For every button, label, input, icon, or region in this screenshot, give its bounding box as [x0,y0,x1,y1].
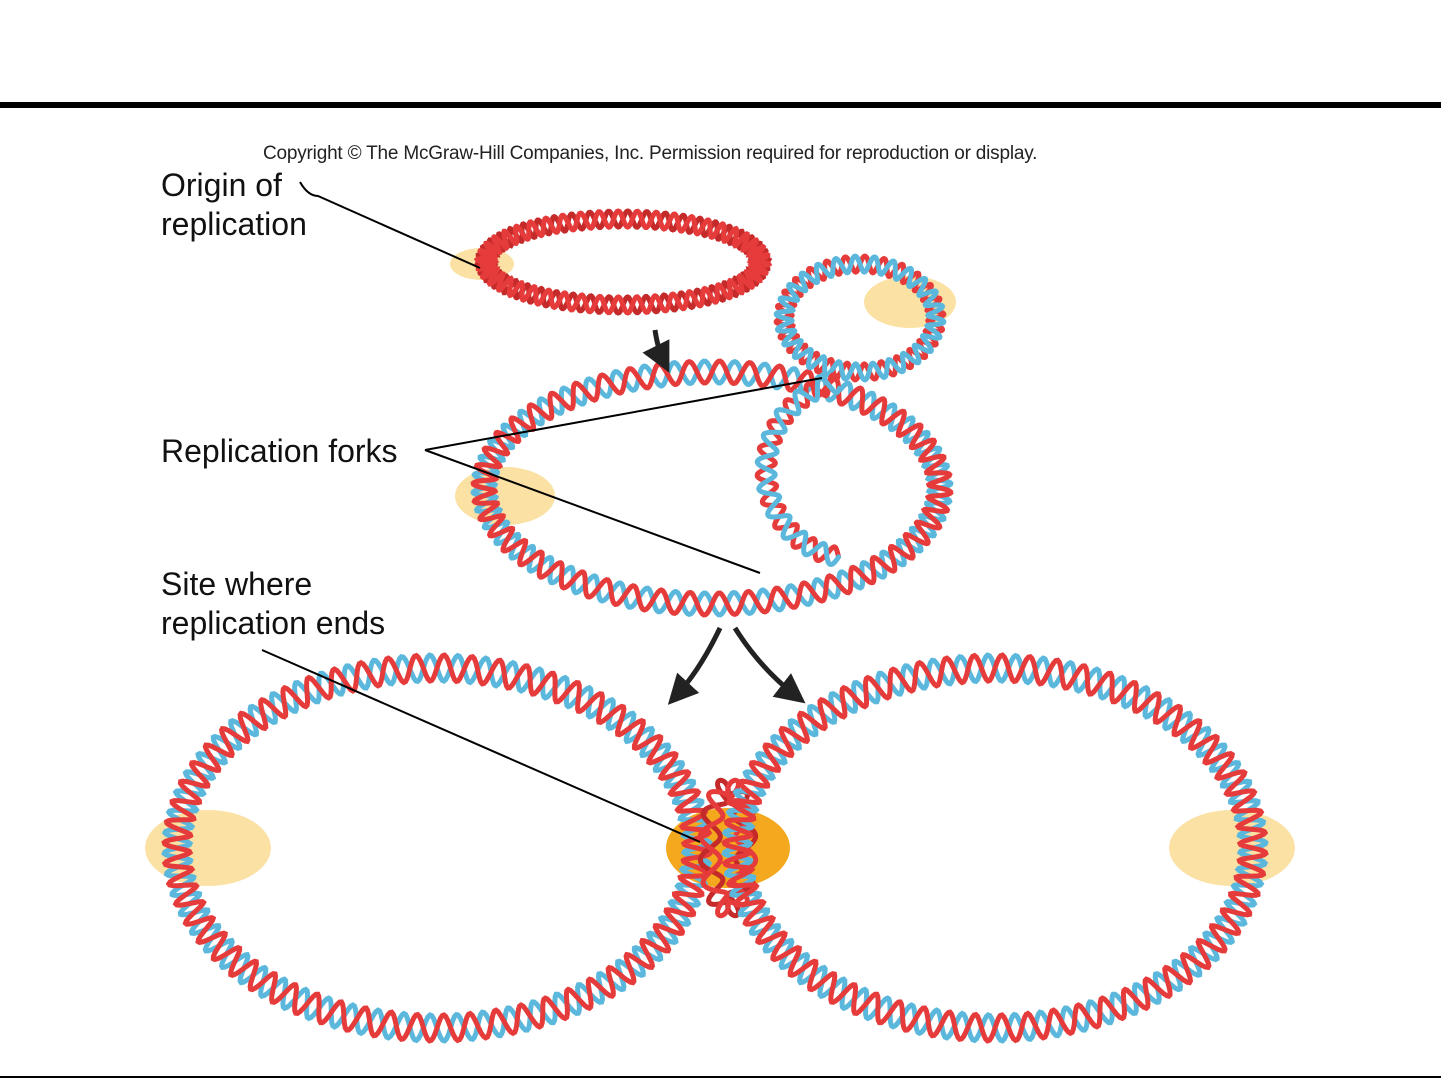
arrow-down [655,330,664,362]
strand-a [757,379,839,565]
arrow-left-daughter [676,628,720,696]
origin-leader-line [300,182,480,268]
origin-highlight-right [1169,810,1295,886]
dna-helix-parental [477,211,769,313]
origin-highlight-left [145,810,271,886]
arrow-right-daughter [735,628,796,696]
bottom-rule [0,1076,1441,1078]
